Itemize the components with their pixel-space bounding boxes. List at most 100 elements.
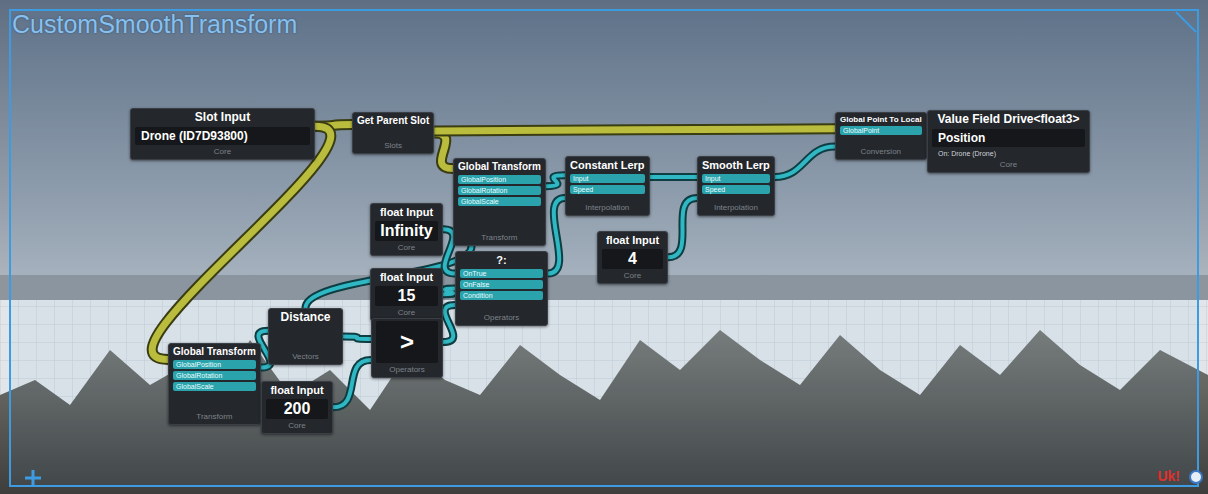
port-label: GlobalRotation — [458, 186, 541, 195]
value-wire — [668, 198, 697, 257]
global-transform-node: Global TransformGlobalPositionGlobalRota… — [168, 343, 261, 425]
wire-outline — [443, 289, 455, 295]
wire-core — [668, 198, 697, 257]
port-label: GlobalScale — [458, 197, 541, 206]
wire-outline — [668, 198, 697, 257]
value-wire — [548, 198, 565, 274]
port-label: Condition — [460, 291, 543, 300]
node-title: Smooth Lerp — [702, 159, 770, 172]
input-value: 4 — [602, 249, 663, 269]
node-title: Global Point To Local — [840, 115, 922, 124]
smooth-lerp-node: Smooth LerpInputSpeedInterpolation — [697, 156, 775, 216]
node-title: Get Parent Slot — [357, 115, 429, 127]
wire-outline — [775, 147, 835, 177]
value-wire — [546, 175, 565, 186]
global-point-to-local-node: Global Point To LocalGlobalPointConversi… — [835, 112, 927, 160]
port-label: OnTrue — [460, 269, 543, 278]
port-label: OnFalse — [460, 280, 543, 289]
wire-core — [343, 337, 371, 340]
node-title: Distance — [273, 311, 338, 325]
wire-outline — [443, 305, 455, 342]
distance-node: DistanceVectors — [268, 308, 343, 365]
port-label: GlobalPosition — [173, 360, 256, 369]
node-category: Interpolation — [702, 203, 770, 213]
port-label: Input — [702, 174, 770, 183]
wire-core — [434, 133, 453, 169]
float-input-node: float InputInfinityCore — [370, 203, 443, 256]
node-title: float Input — [375, 271, 438, 284]
input-value: 200 — [266, 399, 328, 419]
node-category: Operators — [376, 365, 438, 375]
constant-lerp-node: Constant LerpInputSpeedInterpolation — [565, 156, 650, 216]
target-label: On: Drone (Drone) — [932, 149, 1085, 158]
port-label: Input — [570, 174, 645, 183]
wire-outline — [333, 360, 371, 407]
node-title: Global Transform — [173, 346, 256, 358]
node-title: Slot Input — [135, 111, 310, 125]
field-value: Drone (ID7D93800) — [135, 127, 310, 145]
frame-outline — [10, 10, 1198, 486]
input-value: 15 — [375, 286, 438, 306]
node-category: Core — [266, 421, 328, 431]
port-label: GlobalPoint — [840, 126, 922, 135]
field-value: Position — [932, 129, 1085, 147]
node-category: Slots — [357, 141, 429, 151]
value-field-drive-node: Value Field Drive<float3> PositionOn: Dro… — [927, 110, 1090, 173]
input-value: Infinity — [375, 221, 438, 241]
operator-symbol: > — [376, 321, 438, 363]
wire-outline — [546, 175, 565, 186]
greater-than-node: > Operators — [371, 318, 443, 378]
node-category: Core — [135, 147, 310, 157]
node-category: Transform — [458, 233, 541, 243]
wire-core — [443, 289, 455, 295]
wire-core — [548, 198, 565, 274]
node-title: float Input — [375, 206, 438, 219]
float-input-node: float Input 15Core — [370, 268, 443, 321]
port-label: Speed — [702, 185, 770, 194]
node-category: Interpolation — [570, 203, 645, 213]
value-wire — [443, 305, 455, 342]
node-title: float Input — [602, 234, 663, 247]
port-label: GlobalScale — [173, 382, 256, 391]
wire-outline — [548, 198, 565, 274]
logo-icon — [1190, 471, 1202, 483]
node-category: Conversion — [840, 147, 922, 157]
value-wire — [343, 337, 371, 340]
node-title: Value Field Drive<float3> — [932, 113, 1085, 127]
wire-core — [546, 175, 565, 186]
get-parent-slot-node: Get Parent SlotSlots — [352, 112, 434, 154]
node-category: Core — [375, 243, 438, 253]
wire-outline — [434, 133, 453, 169]
port-label: Speed — [570, 185, 645, 194]
wire-outline — [650, 173, 697, 181]
slot-wire — [434, 133, 453, 169]
port-label: GlobalRotation — [173, 371, 256, 380]
value-wire — [650, 177, 697, 178]
value-wire — [333, 360, 371, 407]
watermark-label: Uk! — [1157, 468, 1180, 484]
wire-core — [650, 175, 697, 179]
frame-corner — [1176, 12, 1196, 32]
global-transform-node: Global TransformGlobalPositionGlobalRota… — [453, 158, 546, 246]
slot-input-node: Slot InputDrone (ID7D93800) Core — [130, 108, 315, 160]
slot-wire — [434, 129, 835, 131]
node-category: Core — [932, 160, 1085, 170]
node-title: Global Transform — [458, 161, 541, 173]
conditional-node: ?: OnTrueOnFalseConditionOperators — [455, 251, 548, 326]
node-title: Constant Lerp — [570, 159, 645, 172]
node-category: Core — [375, 308, 438, 318]
node-category: Core — [602, 271, 663, 281]
node-title: ?: — [460, 254, 543, 267]
node-title: float Input — [266, 384, 328, 397]
port-label: GlobalPosition — [458, 175, 541, 184]
node-category: Operators — [460, 313, 543, 323]
frame-title: CustomSmoothTransform — [12, 10, 297, 39]
node-category: Vectors — [273, 352, 338, 362]
float-input-node: float Input 4Core — [597, 231, 668, 284]
wire-core — [443, 305, 455, 342]
float-input-node: float Input 200Core — [261, 381, 333, 434]
wire-outline — [343, 337, 371, 340]
plus-icon — [25, 470, 41, 486]
value-wire — [775, 147, 835, 177]
wire-core — [775, 147, 835, 177]
